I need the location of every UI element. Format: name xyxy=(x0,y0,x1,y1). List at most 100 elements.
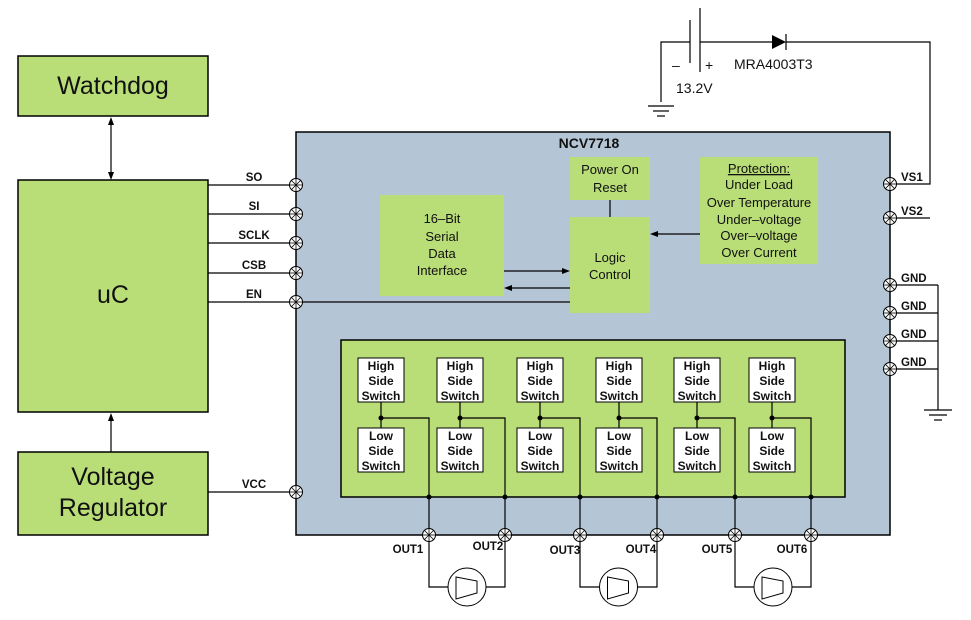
svg-text:Switch: Switch xyxy=(600,389,639,403)
motor-load-3 xyxy=(734,541,812,607)
svg-text:Side: Side xyxy=(759,374,785,388)
svg-text:Switch: Switch xyxy=(678,389,717,403)
pin-label: OUT4 xyxy=(626,544,657,556)
svg-text:Switch: Switch xyxy=(678,459,717,473)
pin-label: GND xyxy=(901,357,927,369)
battery-minus: – xyxy=(672,57,680,73)
pin-gnd-2: GND xyxy=(883,301,938,320)
svg-text:Low: Low xyxy=(760,429,785,443)
svg-text:Data: Data xyxy=(428,246,456,261)
pin-connector-icon xyxy=(289,485,303,499)
svg-text:High: High xyxy=(527,359,554,373)
pin-label: VS2 xyxy=(901,206,923,218)
pin-label: GND xyxy=(901,329,927,341)
motor-icon xyxy=(753,567,793,607)
svg-text:Under Load: Under Load xyxy=(725,177,793,192)
pin-connector-icon xyxy=(498,528,512,542)
pin-label: CSB xyxy=(242,260,266,272)
pin-connector-icon xyxy=(650,528,664,542)
pin-label: GND xyxy=(901,301,927,313)
svg-text:Switch: Switch xyxy=(521,389,560,403)
svg-text:Under–voltage: Under–voltage xyxy=(717,212,802,227)
pin-label: VS1 xyxy=(901,172,923,184)
svg-text:Side: Side xyxy=(368,374,394,388)
svg-text:Low: Low xyxy=(369,429,394,443)
pin-en: EN xyxy=(208,289,303,309)
watchdog-uc-arrow xyxy=(108,117,114,180)
svg-text:Side: Side xyxy=(606,374,632,388)
svg-text:Low: Low xyxy=(685,429,710,443)
regulator-label-line2: Regulator xyxy=(59,494,167,522)
svg-text:Low: Low xyxy=(607,429,632,443)
pin-label: SI xyxy=(249,201,260,213)
svg-text:Low: Low xyxy=(448,429,473,443)
svg-text:High: High xyxy=(759,359,786,373)
battery-supply: – + 13.2V xyxy=(648,8,772,117)
ground-symbol-battery xyxy=(648,105,674,117)
battery-plus: + xyxy=(705,57,713,73)
svg-text:Side: Side xyxy=(527,374,553,388)
protection-block: Protection: Under Load Over Temperature … xyxy=(700,157,818,264)
pin-sclk: SCLK xyxy=(208,230,303,250)
svg-text:16–Bit: 16–Bit xyxy=(424,211,461,226)
svg-text:High: High xyxy=(368,359,395,373)
svg-text:Switch: Switch xyxy=(362,389,401,403)
pin-connector-icon xyxy=(804,528,818,542)
svg-text:Switch: Switch xyxy=(441,389,480,403)
pin-connector-icon xyxy=(289,295,303,309)
pin-vcc: VCC xyxy=(208,479,303,499)
logic-control-block: Logic Control xyxy=(570,217,650,313)
protection-logic-arrow xyxy=(650,231,700,237)
power-on-reset-block: Power On Reset xyxy=(570,157,650,200)
pin-gnd-3: GND xyxy=(883,329,938,348)
svg-text:Low: Low xyxy=(528,429,553,443)
svg-text:Over Current: Over Current xyxy=(721,245,797,260)
pin-connector-icon xyxy=(289,178,303,192)
pin-csb: CSB xyxy=(208,260,303,280)
svg-text:Switch: Switch xyxy=(441,459,480,473)
pin-gnd-1: GND xyxy=(883,273,938,292)
svg-text:Side: Side xyxy=(447,374,473,388)
logic-to-sdi-arrow xyxy=(504,285,570,291)
svg-text:Switch: Switch xyxy=(753,389,792,403)
motor-load-2 xyxy=(579,541,658,607)
pin-connector-icon xyxy=(289,236,303,250)
svg-text:Side: Side xyxy=(684,444,710,458)
svg-text:Side: Side xyxy=(606,444,632,458)
voltage-regulator-block: Voltage Regulator xyxy=(17,451,209,536)
motor-icon xyxy=(599,567,638,607)
pin-connector-icon xyxy=(573,528,587,542)
svg-text:Control: Control xyxy=(589,267,631,282)
uc-label: uC xyxy=(97,281,129,309)
pin-out2: OUT2 xyxy=(473,528,512,553)
svg-text:Logic: Logic xyxy=(594,250,626,265)
ground-symbol-right xyxy=(924,409,952,421)
pin-si: SI xyxy=(208,201,303,221)
svg-text:Side: Side xyxy=(368,444,394,458)
pin-out5: OUT5 xyxy=(702,528,742,556)
diode-icon xyxy=(772,35,786,49)
protection-heading: Protection: xyxy=(728,161,790,176)
uc-block: uC xyxy=(17,179,209,413)
watchdog-block: Watchdog xyxy=(17,55,209,117)
pin-connector-icon xyxy=(728,528,742,542)
pin-vs2: VS2 xyxy=(883,206,923,225)
pin-connector-icon xyxy=(883,278,897,292)
pin-label: SCLK xyxy=(238,230,270,242)
pin-so: SO xyxy=(208,172,303,192)
sdi-to-logic-arrow xyxy=(504,268,570,274)
svg-text:Switch: Switch xyxy=(753,459,792,473)
svg-text:Interface: Interface xyxy=(417,263,468,278)
